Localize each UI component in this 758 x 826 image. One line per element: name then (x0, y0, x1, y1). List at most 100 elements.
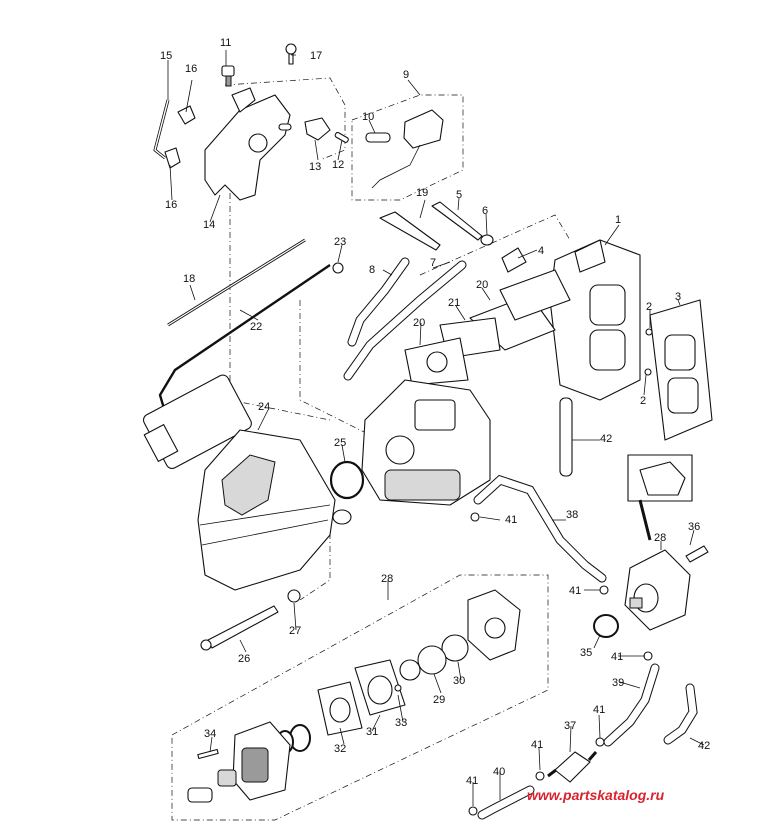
clip-16-top (177, 105, 196, 125)
callout-14: 14 (203, 219, 215, 231)
callout-17: 17 (310, 50, 322, 62)
pump-base-body (241, 747, 269, 783)
bracket-slot (278, 123, 292, 131)
rod-22 (158, 264, 331, 413)
pin-12 (334, 131, 349, 143)
spring-pump (217, 769, 237, 787)
tie-19 (379, 211, 441, 251)
air-silencer-24 (197, 429, 336, 591)
screw-34 (197, 748, 219, 760)
callout-38: 38 (566, 509, 578, 521)
pump-detail-part (639, 461, 686, 496)
silencer-lug (332, 509, 352, 525)
group-14-boundary (224, 77, 346, 161)
disc-29b (399, 659, 421, 681)
valve-30 (441, 634, 469, 662)
clip-41-b (599, 585, 609, 595)
dowel-2-top (645, 328, 653, 336)
manifold-flange (499, 269, 571, 321)
bracket-14-shape (204, 94, 291, 201)
callout-41-f: 41 (466, 775, 478, 787)
clip-16-bottom (164, 147, 181, 169)
callout-27: 27 (289, 625, 301, 637)
callout-20-upper: 20 (476, 279, 488, 291)
dowel-2-bottom (644, 368, 652, 376)
callout-24: 24 (258, 401, 270, 413)
gasket-20-hole (426, 351, 448, 373)
screw-11 (221, 65, 235, 77)
clip-23 (332, 262, 344, 274)
cable-18-core (167, 239, 306, 326)
gasket-3-port-a (664, 334, 696, 371)
clip-41-f (468, 806, 478, 816)
callout-42-upper: 42 (600, 433, 612, 445)
tube-42 (559, 397, 573, 477)
nipple-10 (365, 132, 391, 143)
pump-cover-port (484, 617, 506, 639)
group-9-boundary (351, 94, 464, 201)
silencer-rib (199, 504, 331, 526)
diaphragm-29 (417, 645, 447, 675)
carburetor-bowl (384, 469, 461, 501)
rod-15-inner (154, 99, 169, 159)
group-28-boundary (171, 574, 549, 821)
hose-38-inner (474, 476, 606, 582)
callout-31: 31 (366, 726, 378, 738)
callout-15: 15 (160, 50, 172, 62)
callout-5: 5 (456, 189, 462, 201)
hose-8-inner (348, 258, 409, 346)
screw-17-shank (288, 53, 294, 65)
callout-23: 23 (334, 236, 346, 248)
callout-25: 25 (334, 437, 346, 449)
clip-41-c (643, 651, 653, 661)
bolt-5 (431, 201, 483, 241)
callout-20-lower: 20 (413, 317, 425, 329)
callout-9: 9 (403, 69, 409, 81)
carburetor-bore (385, 435, 415, 465)
callout-40: 40 (493, 766, 505, 778)
callout-19: 19 (416, 187, 428, 199)
callout-41-c: 41 (611, 651, 623, 663)
lever-9-cable (371, 144, 421, 189)
bracket-arm (231, 87, 256, 113)
callout-4: 4 (538, 245, 544, 257)
clip-41-d (595, 737, 605, 747)
manifold-leader (419, 214, 571, 276)
callout-33: 33 (395, 717, 407, 729)
oring-35 (593, 614, 619, 638)
fuel-pump-28 (624, 549, 691, 631)
callout-29: 29 (433, 694, 445, 706)
manifold-port-a (589, 284, 626, 326)
callout-7: 7 (430, 257, 436, 269)
manifold-neck (574, 239, 606, 273)
manifold-port-b (589, 329, 626, 371)
callout-13: 13 (309, 161, 321, 173)
washer-27 (287, 589, 301, 603)
screw-17-head (285, 43, 297, 55)
gasket-3-port-b (667, 377, 699, 414)
callout-3: 3 (675, 291, 681, 303)
carb-leader-a (299, 300, 381, 441)
silencer-grille (221, 454, 276, 516)
callout-35: 35 (580, 647, 592, 659)
washer-6 (480, 234, 494, 246)
callout-41-e: 41 (531, 739, 543, 751)
pump-fitting (187, 787, 213, 803)
callout-28-pump: 28 (654, 532, 666, 544)
callout-18: 18 (183, 273, 195, 285)
callout-36: 36 (688, 521, 700, 533)
oring-25 (329, 460, 365, 500)
callout-16-lower: 16 (165, 199, 177, 211)
callout-34: 34 (204, 728, 216, 740)
screw-11-shank (225, 75, 232, 87)
clip-41-e (535, 771, 545, 781)
callout-16-upper: 16 (185, 63, 197, 75)
screw-36 (685, 545, 709, 563)
callout-2-lower: 2 (640, 395, 646, 407)
callout-8: 8 (369, 264, 375, 276)
gasket-31-center (367, 675, 393, 705)
callout-21: 21 (448, 297, 460, 309)
callout-28-group: 28 (381, 573, 393, 585)
callout-22: 22 (250, 321, 262, 333)
